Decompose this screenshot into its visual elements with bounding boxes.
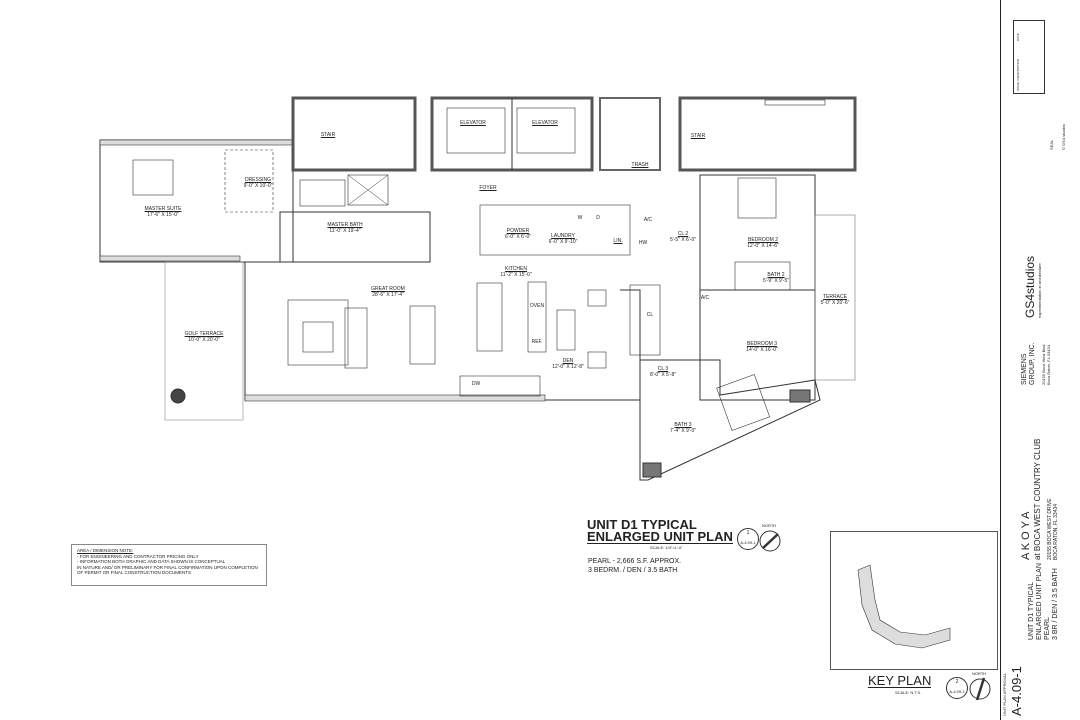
room-label-elevator: ELEVATOR bbox=[460, 120, 486, 126]
seal-label: SEAL bbox=[1049, 139, 1054, 150]
powder-laundry-wall bbox=[479, 204, 631, 256]
trash-chute bbox=[599, 97, 661, 171]
oven-ref-column bbox=[527, 281, 547, 353]
den-sofa bbox=[556, 309, 576, 351]
bed-2 bbox=[737, 177, 777, 219]
room-label-elevator: ELEVATOR bbox=[532, 120, 558, 126]
status-text: UNIT PLAN APPROVAL bbox=[1002, 673, 1007, 716]
key-plan-box bbox=[830, 531, 998, 670]
fixture-oven: OVEN bbox=[529, 303, 545, 309]
living-wall bbox=[244, 262, 641, 401]
fixture-ac: A/C bbox=[643, 217, 653, 223]
fixture-ac: A/C bbox=[700, 295, 710, 301]
fixture-dryer: D bbox=[596, 215, 600, 221]
golf-terrace-tiles bbox=[164, 261, 244, 421]
stair-left bbox=[291, 96, 417, 172]
title-block: UNIT PLAN APPROVAL A-4.09-1 UNIT D1 TYPI… bbox=[1000, 0, 1080, 720]
kitchen-counter bbox=[459, 375, 541, 397]
fixture-refrigerator: REF. bbox=[531, 339, 543, 345]
room-label-foyer: FOYER bbox=[479, 185, 497, 191]
key-plan-title: KEY PLAN bbox=[868, 673, 932, 688]
revision-table: ISSUE / DESCRIPTION DATE bbox=[1013, 20, 1045, 94]
bed-3 bbox=[716, 374, 771, 431]
north-arrow-label: NORTH bbox=[762, 523, 777, 528]
shower bbox=[347, 174, 389, 206]
key-plan-north-label: NORTH bbox=[972, 671, 987, 676]
fixture-closet: CL bbox=[646, 312, 654, 318]
den-chair bbox=[587, 351, 607, 369]
fixture-water-heater: HW bbox=[638, 240, 648, 246]
master-suite-wall bbox=[99, 139, 294, 263]
terrace-tiles bbox=[814, 214, 856, 381]
sheet-number: A-4.09-1 bbox=[1009, 666, 1024, 716]
master-bath-wall bbox=[279, 211, 431, 263]
fixture-dishwasher: DW bbox=[471, 381, 481, 387]
key-plan-north-arrow-icon bbox=[969, 678, 991, 700]
room-label-linen: LIN. bbox=[613, 238, 623, 244]
planter-icon bbox=[170, 388, 186, 404]
stair-right bbox=[678, 96, 857, 172]
area-dimension-note: AREA / DIMENSION NOTE: - FOR ENGINEERING… bbox=[71, 544, 267, 586]
bathtub bbox=[299, 179, 346, 207]
plan-scale: SCALE: 1/4"=1'-0" bbox=[650, 545, 683, 550]
bedroom-wing-wall bbox=[699, 174, 816, 401]
unit-info: PEARL - 2,666 S.F. APPROX.3 BEDRM. / DEN… bbox=[588, 558, 682, 574]
den-chair bbox=[587, 289, 607, 307]
room-label-trash: TRASH bbox=[631, 162, 649, 168]
key-plan-scale: SCALE: N.T.S. bbox=[895, 690, 922, 695]
north-arrow-icon bbox=[759, 530, 781, 552]
sofa bbox=[344, 307, 368, 369]
dining-table bbox=[409, 305, 436, 365]
copyright: © GS4 studios bbox=[1061, 124, 1066, 150]
sofa-area bbox=[287, 299, 349, 366]
bath3-wing-wall bbox=[639, 359, 821, 481]
room-label-stair: STAIR bbox=[690, 133, 706, 139]
fixture-washer: W bbox=[577, 215, 583, 221]
master-bed bbox=[132, 159, 174, 196]
key-plan-building bbox=[857, 564, 951, 649]
kitchen-island bbox=[476, 282, 503, 352]
coffee-table bbox=[302, 321, 334, 353]
room-label-stair: STAIR bbox=[320, 132, 336, 138]
